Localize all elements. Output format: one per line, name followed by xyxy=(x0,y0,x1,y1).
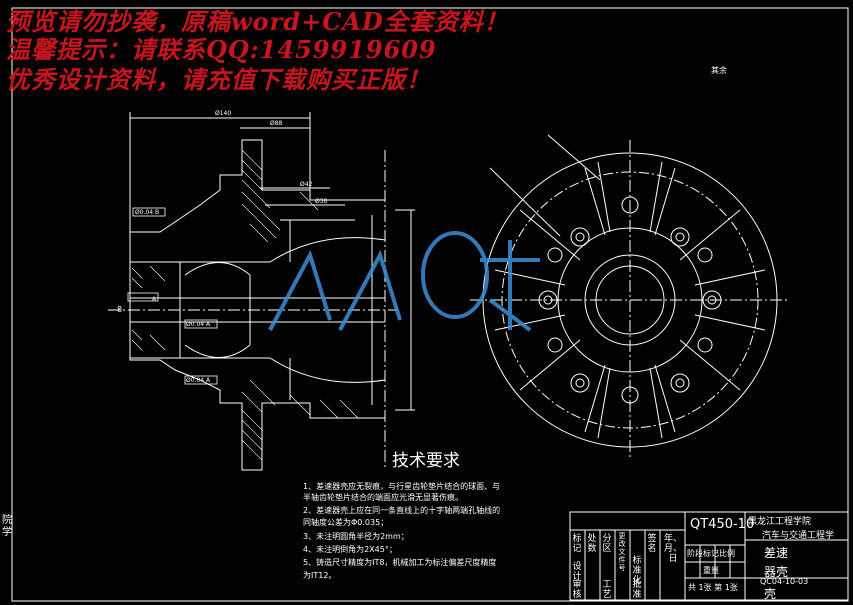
tech-req-line: 2、差速器壳上应在同一条直线上的十字轴两端孔轴线的 xyxy=(303,506,501,515)
sheet-count: 共 1张 第 1张 xyxy=(688,583,738,592)
role-row: 标准化 xyxy=(632,556,642,586)
dim-2: Ø88 xyxy=(270,120,283,127)
tech-req-line: 5、铸造尺寸精度为IT8，机械加工为标注偏差尺度精度 xyxy=(303,558,497,567)
part-name-line2: 器壳 xyxy=(764,565,789,579)
role-row: 设计 xyxy=(572,562,582,582)
gdt-label-3: Ø0.04 A xyxy=(186,377,211,384)
scale-label: 比例 xyxy=(719,549,735,558)
part-name-line3: 壳 xyxy=(764,587,777,601)
role-row: 批准 xyxy=(632,580,642,600)
part-name: 差速 xyxy=(764,546,789,560)
role-row: 审核 xyxy=(572,580,582,600)
tech-req-line: 4、未注明倒角为2X45°； xyxy=(303,545,397,554)
title-block xyxy=(569,511,849,601)
watermark-line-1: 预览请勿抄袭，原稿word+CAD全套资料！ xyxy=(6,7,509,36)
header-col: 标记 xyxy=(572,534,582,554)
dim-overall: Ø140 xyxy=(215,110,232,117)
drawing-code: QC04-10-03 xyxy=(760,577,809,586)
section-hatching xyxy=(131,149,359,461)
department-name: 汽车与交通工程学 xyxy=(762,531,835,541)
dim-4: Ø30 xyxy=(315,198,328,205)
datum-a: A xyxy=(152,296,157,303)
school-name: 黑龙江工程学院 xyxy=(748,517,812,527)
header-col: 签名 xyxy=(647,534,657,554)
drawing-frame xyxy=(11,7,849,602)
role-row: 工艺 xyxy=(602,580,612,600)
header-col: 处数 xyxy=(587,534,597,554)
header-col: 年、月、日 xyxy=(663,534,682,564)
gdt-label-2: Ø0.04 A xyxy=(186,321,211,328)
tech-req-line: 半轴齿轮垫片结合的端面应光滑无显著伤痕。 xyxy=(303,493,463,502)
gdt-frames xyxy=(127,207,218,385)
tech-requirements-title: 技术要求 xyxy=(392,451,460,471)
tech-req-line: 为IT12。 xyxy=(303,571,337,580)
section-mark: 8 xyxy=(117,305,123,314)
watermark-logo-icon xyxy=(268,231,540,332)
watermark-line-3: 优秀设计资料，请充值下载购买正版！ xyxy=(6,65,431,94)
gdt-label-1: Ø0.04 B xyxy=(135,209,160,216)
material-label: QT450-10 xyxy=(690,517,755,532)
tech-req-line: 3、未注明圆角半径为2mm； xyxy=(303,532,409,541)
tech-req-line: 同轴度公差为Φ0.035； xyxy=(303,518,389,527)
watermark-line-2: 温馨提示：请联系QQ:1459919609 xyxy=(6,35,437,64)
header-col: 分区 xyxy=(602,534,612,554)
stage-label: 阶段标记 xyxy=(687,549,719,558)
side-label: 院学 xyxy=(2,515,12,538)
tech-req-line: 1、差速器壳应无裂痕，与行星齿轮垫片结合的球面、与 xyxy=(303,482,501,491)
surface-finish-note: 其余 xyxy=(711,66,727,75)
end-view xyxy=(470,134,790,460)
dim-3: Ø42 xyxy=(300,181,313,188)
header-col: 更改文件号 xyxy=(618,532,626,572)
weight-label: 重量 xyxy=(703,566,719,575)
section-view xyxy=(108,112,415,471)
